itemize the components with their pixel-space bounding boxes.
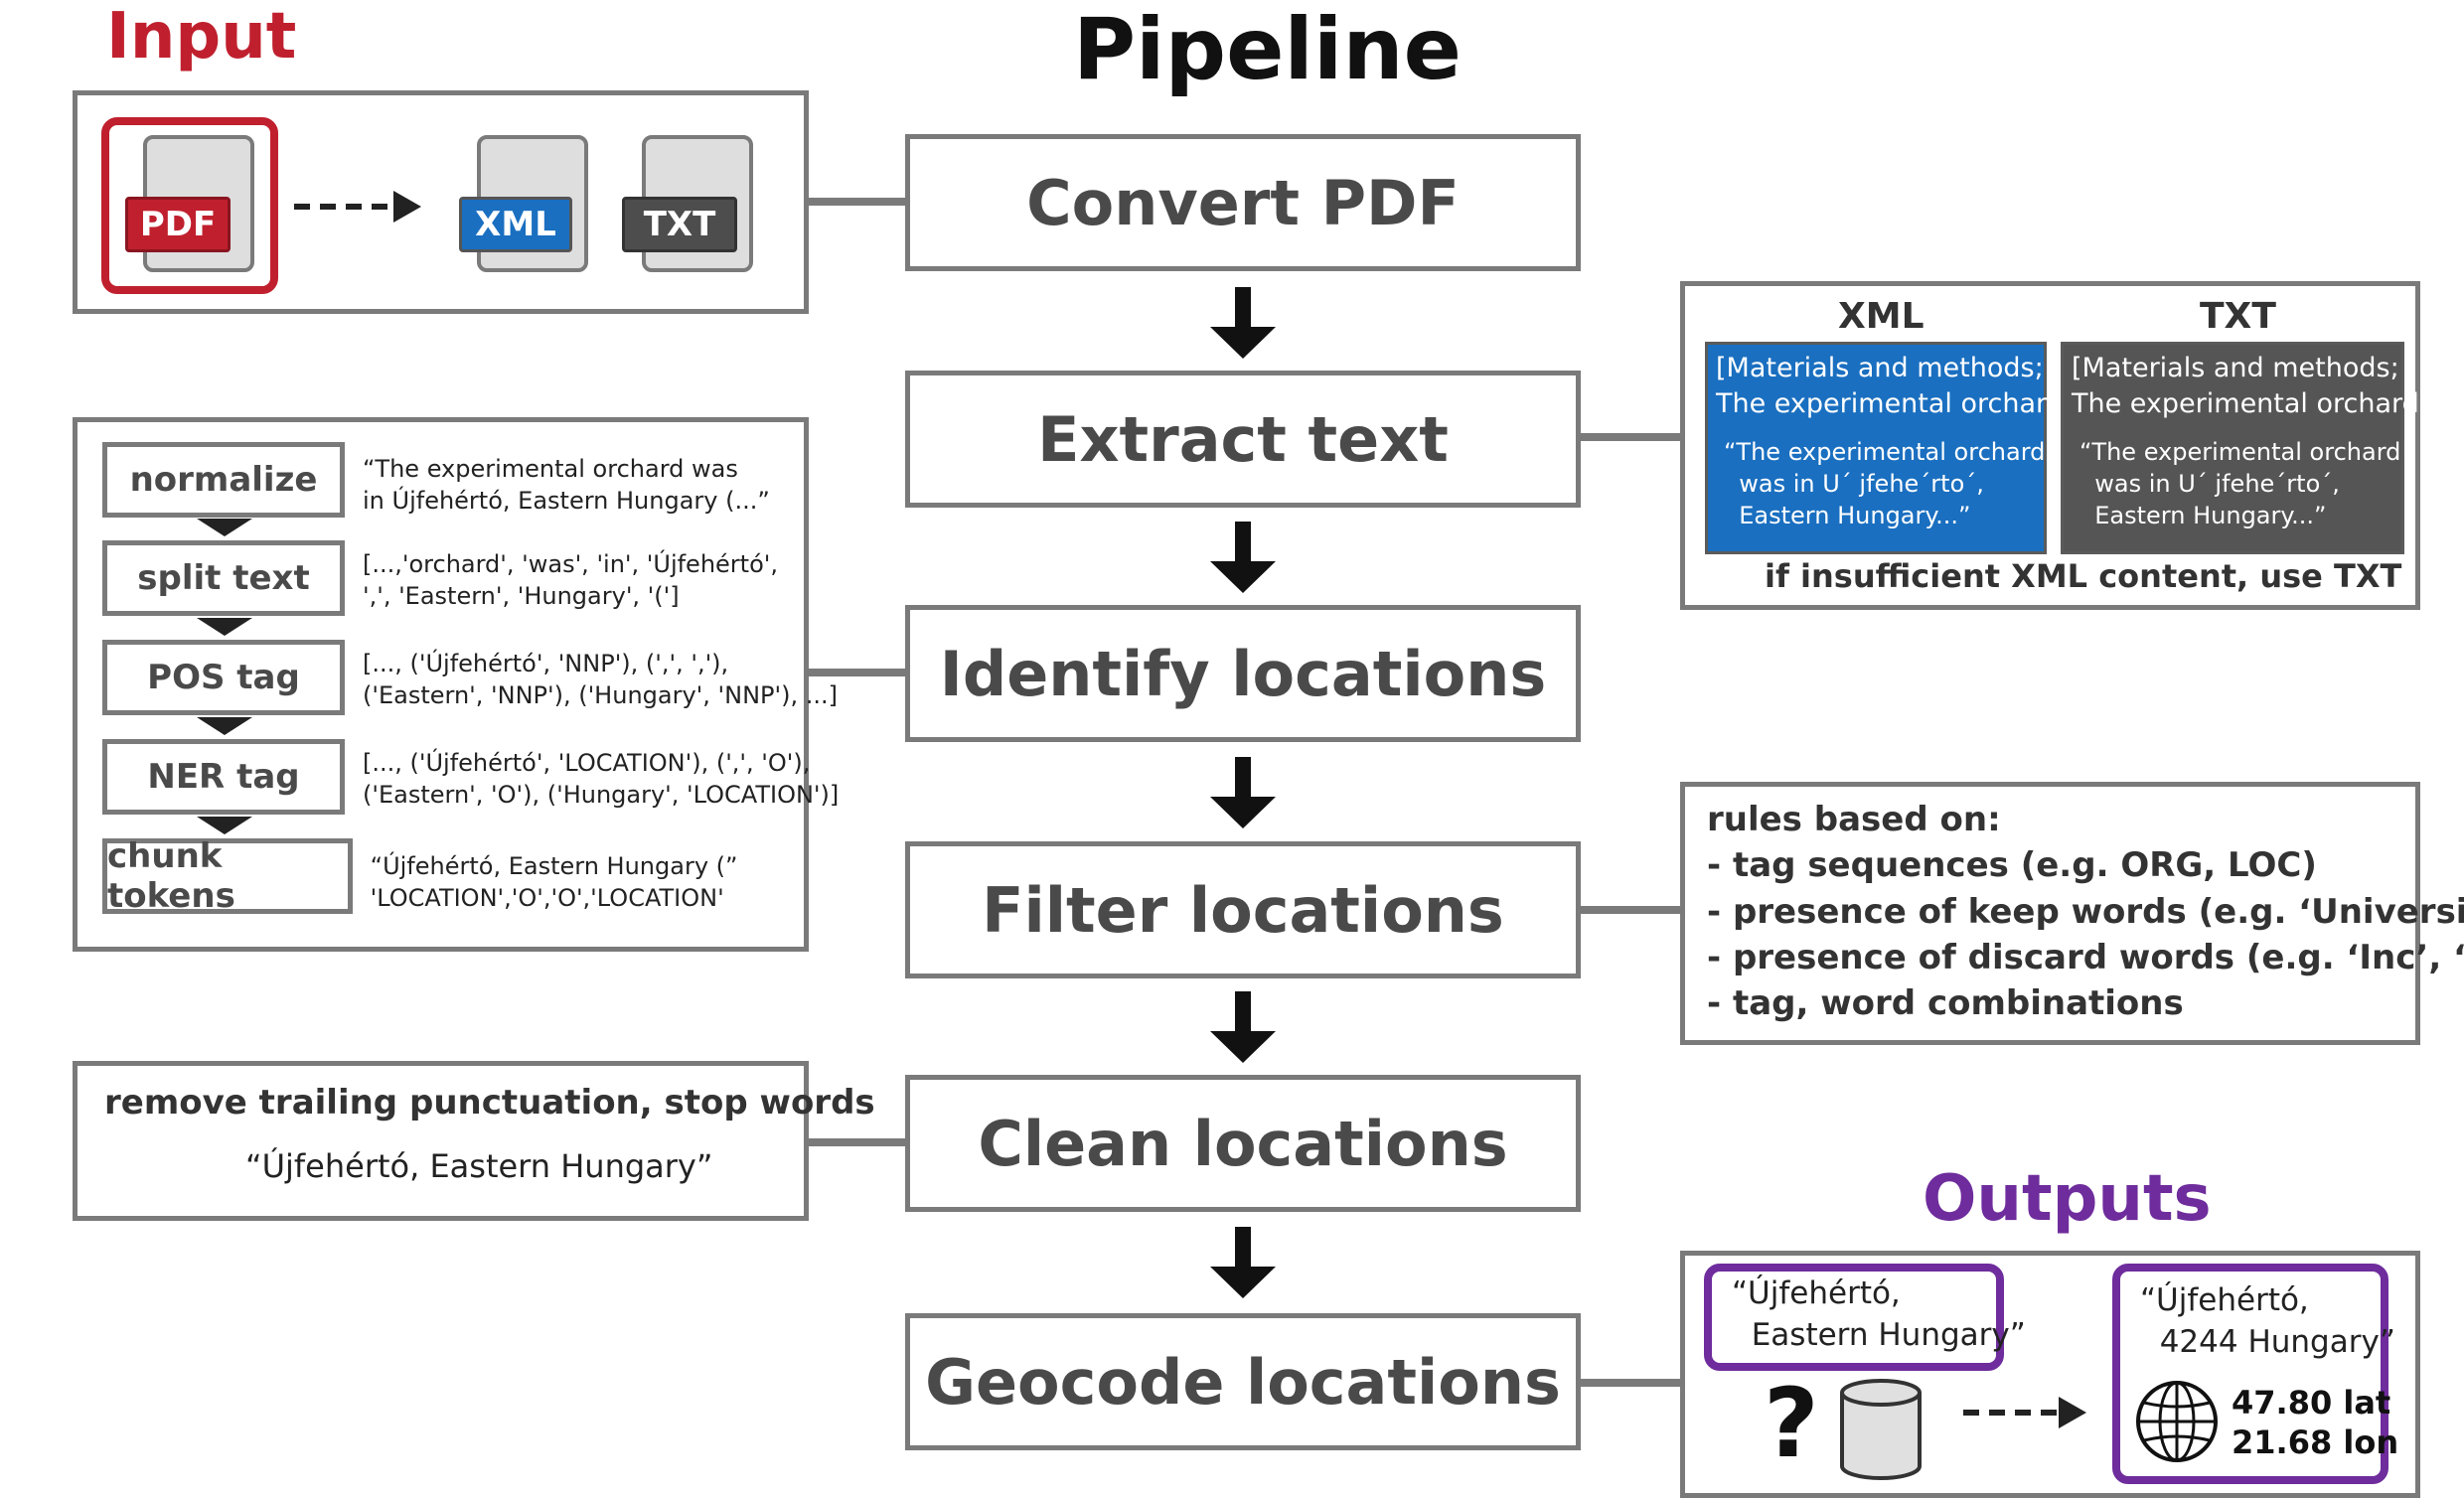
- extract-panel: XML TXT [Materials and methods; The expe…: [1680, 281, 2430, 610]
- nlp-arrow-icon: [197, 817, 252, 834]
- step-identify-locations: Identify locations: [905, 605, 1581, 742]
- result-location-text: “Újfehértó, 4244 Hungary”: [2140, 1282, 2395, 1360]
- pipeline-heading: Pipeline: [1073, 0, 1462, 99]
- nlp-step-split-text: split text: [102, 540, 345, 616]
- txt-quote: “The experimental orchard was in U´ jfeh…: [2079, 438, 2401, 529]
- rule-item: - presence of keep words (e.g. ‘Universi…: [1707, 892, 2464, 932]
- unknown-symbol: ?: [1764, 1368, 1819, 1479]
- clean-panel: [73, 1061, 809, 1221]
- nlp-example-chunk-tokens: “Újfehértó, Eastern Hungary (” 'LOCATION…: [370, 852, 738, 912]
- query-location-text: “Újfehértó, Eastern Hungary”: [1732, 1275, 2026, 1353]
- down-arrow-icon: [1210, 757, 1276, 828]
- nlp-example-pos-tag: [..., ('Újfehértó', 'NNP'), (',', ','), …: [363, 650, 838, 709]
- txt-section-heading: [Materials and methods; The experimental…: [2072, 353, 2430, 419]
- input-panel: PDF XML TXT: [73, 90, 809, 314]
- xml-extract-box: [Materials and methods; The experimental…: [1705, 342, 2075, 554]
- xml-section-heading: [Materials and methods; The experimental…: [1716, 353, 2075, 419]
- nlp-step-normalize: normalize: [102, 442, 345, 518]
- dashed-arrow-icon: [1963, 1397, 2086, 1428]
- nlp-step-pos-tag: POS tag: [102, 640, 345, 715]
- rule-item: - tag sequences (e.g. ORG, LOC): [1707, 845, 2317, 885]
- database-icon: [1840, 1379, 1922, 1480]
- connector-clean: [809, 1138, 905, 1146]
- rules-panel: [1680, 782, 2420, 1045]
- clean-rule-text: remove trailing punctuation, stop words: [104, 1083, 875, 1123]
- down-arrow-icon: [1210, 287, 1276, 359]
- nlp-arrow-icon: [197, 717, 252, 735]
- rules-title: rules based on:: [1707, 800, 2001, 839]
- nlp-example-normalize: “The experimental orchard was in Újfehér…: [363, 455, 770, 515]
- nlp-example-ner-tag: [..., ('Újfehértó', 'LOCATION'), (',', '…: [363, 749, 840, 809]
- connector-identify: [809, 669, 905, 676]
- nlp-step-ner-tag: NER tag: [102, 739, 345, 815]
- down-arrow-icon: [1210, 1227, 1276, 1298]
- globe-icon: [2136, 1381, 2218, 1462]
- dashed-arrow-icon: [294, 191, 421, 223]
- xml-label: XML: [459, 197, 572, 252]
- input-heading: Input: [106, 0, 297, 74]
- down-arrow-icon: [1210, 991, 1276, 1063]
- step-clean-locations: Clean locations: [905, 1075, 1581, 1212]
- clean-example: “Újfehértó, Eastern Hungary”: [245, 1147, 713, 1185]
- geocode-result-box: [2112, 1264, 2388, 1484]
- down-arrow-icon: [1210, 522, 1276, 593]
- nlp-arrow-icon: [197, 618, 252, 636]
- step-convert-pdf: Convert PDF: [905, 134, 1581, 271]
- outputs-heading: Outputs: [1923, 1162, 2212, 1236]
- xml-quote: “The experimental orchard was in U´ jfeh…: [1724, 438, 2046, 529]
- pdf-label: PDF: [125, 197, 231, 252]
- txt-label: TXT: [622, 197, 737, 252]
- rule-item: - presence of discard words (e.g. ‘Inc’,…: [1707, 938, 2464, 977]
- connector-filter: [1581, 906, 1680, 914]
- result-longitude: 21.68 lon: [2232, 1423, 2399, 1461]
- txt-extract-box: [Materials and methods; The experimental…: [2061, 342, 2430, 554]
- nlp-example-split-text: [...,'orchard', 'was', 'in', 'Újfehértó'…: [363, 550, 778, 610]
- rule-item: - tag, word combinations: [1707, 983, 2184, 1023]
- txt-column-title: TXT: [2200, 296, 2276, 337]
- step-filter-locations: Filter locations: [905, 841, 1581, 978]
- connector-geocode: [1581, 1379, 1680, 1387]
- step-extract-text: Extract text: [905, 371, 1581, 508]
- connector-input: [809, 198, 905, 206]
- nlp-arrow-icon: [197, 519, 252, 536]
- xml-column-title: XML: [1838, 296, 1925, 337]
- step-geocode-locations: Geocode locations: [905, 1313, 1581, 1450]
- connector-extract: [1581, 433, 1680, 441]
- query-location-box: [1704, 1264, 2004, 1371]
- fallback-note: if insufficient XML content, use TXT: [1765, 557, 2402, 595]
- nlp-step-chunk-tokens: chunk tokens: [102, 836, 353, 916]
- result-latitude: 47.80 lat: [2232, 1384, 2391, 1422]
